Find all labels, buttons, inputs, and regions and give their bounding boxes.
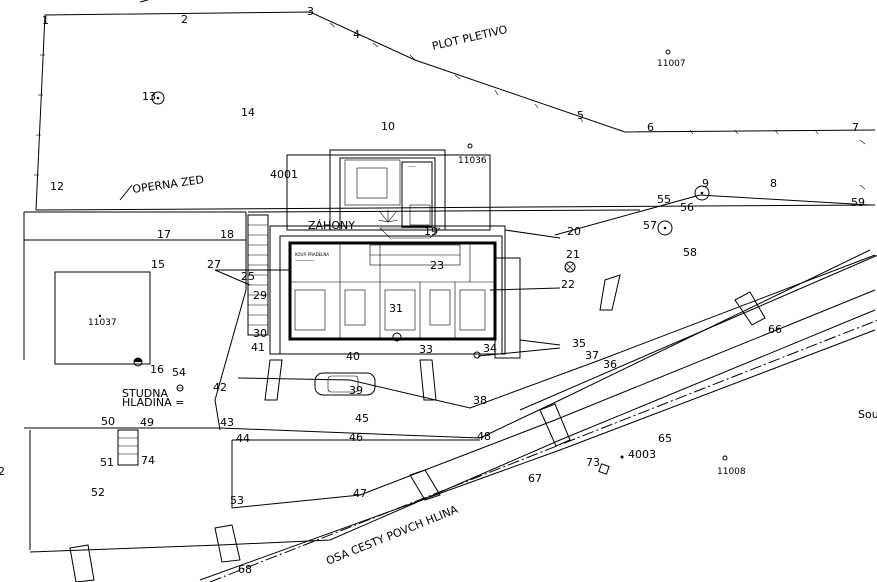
svg-text:55: 55 <box>657 193 671 206</box>
svg-text:4: 4 <box>353 28 360 41</box>
svg-text:40: 40 <box>346 350 360 363</box>
svg-text:5: 5 <box>577 109 584 122</box>
svg-text:53: 53 <box>230 494 244 507</box>
svg-text:51: 51 <box>100 456 114 469</box>
svg-text:2: 2 <box>0 465 5 478</box>
svg-text:33: 33 <box>419 343 433 356</box>
svg-text:────────: ──────── <box>294 258 315 263</box>
svg-text:30: 30 <box>253 327 267 340</box>
point-numbers: 1 2 3 4 5 6 7 8 9 10 12 13 14 15 16 17 1… <box>0 5 865 576</box>
svg-text:47: 47 <box>353 487 367 500</box>
room-labels: KOUP. PRADELNA ──────── ─── <box>294 164 416 263</box>
svg-text:6: 6 <box>647 121 654 134</box>
svg-text:45: 45 <box>355 412 369 425</box>
svg-text:66: 66 <box>768 323 782 336</box>
svg-text:2: 2 <box>181 13 188 26</box>
svg-text:23: 23 <box>430 259 444 272</box>
svg-text:27: 27 <box>207 258 221 271</box>
tree-icons <box>133 49 728 475</box>
svg-text:44: 44 <box>236 432 250 445</box>
svg-text:73: 73 <box>586 456 600 469</box>
svg-text:KOUP. PRADELNA: KOUP. PRADELNA <box>295 252 329 257</box>
well-plot <box>54 271 151 365</box>
fence-ticks <box>34 22 866 190</box>
parcel-4003: 4003 <box>628 448 656 461</box>
svg-text:───: ─── <box>407 164 416 169</box>
svg-text:18: 18 <box>220 228 234 241</box>
svg-text:17: 17 <box>157 228 171 241</box>
svg-text:68: 68 <box>238 563 252 576</box>
svg-text:74: 74 <box>141 454 155 467</box>
svg-text:22: 22 <box>561 278 575 291</box>
label-plot-pletivo: PLOT PLETIVO <box>431 23 509 53</box>
label-sou: Sou <box>858 408 877 421</box>
svg-text:35: 35 <box>572 337 586 350</box>
text-labels: PLOT PLETIVO OPERNA ZED ZÁHONY STUDNA HL… <box>88 23 877 568</box>
svg-text:48: 48 <box>477 430 491 443</box>
svg-text:42: 42 <box>213 381 227 394</box>
parcel-11008: 11008 <box>717 467 746 477</box>
svg-text:59: 59 <box>851 196 865 209</box>
svg-text:16: 16 <box>150 363 164 376</box>
stairs <box>69 214 766 582</box>
svg-text:38: 38 <box>473 394 487 407</box>
svg-text:3: 3 <box>307 5 314 18</box>
svg-text:43: 43 <box>220 416 234 429</box>
svg-text:9: 9 <box>702 177 709 190</box>
svg-text:57: 57 <box>643 219 657 232</box>
car-icon <box>314 372 376 396</box>
svg-text:54: 54 <box>172 366 186 379</box>
svg-text:36: 36 <box>603 358 617 371</box>
house <box>269 149 521 359</box>
plant-icon <box>377 210 399 223</box>
svg-text:10: 10 <box>381 120 395 133</box>
svg-text:58: 58 <box>683 246 697 259</box>
svg-text:31: 31 <box>389 302 403 315</box>
svg-text:46: 46 <box>349 431 363 444</box>
parcel-11037: 11037 <box>88 318 117 328</box>
svg-text:7: 7 <box>852 121 859 134</box>
svg-text:34: 34 <box>483 342 497 355</box>
svg-text:13: 13 <box>142 90 156 103</box>
svg-text:21: 21 <box>566 248 580 261</box>
svg-text:56: 56 <box>680 201 694 214</box>
svg-text:29: 29 <box>253 289 267 302</box>
svg-text:37: 37 <box>585 349 599 362</box>
svg-text:1: 1 <box>42 14 49 27</box>
svg-text:8: 8 <box>770 177 777 190</box>
parcel-11036: 11036 <box>458 156 487 166</box>
svg-text:19: 19 <box>424 225 438 238</box>
parcel-4001: 4001 <box>270 168 298 181</box>
label-operna-zed: OPERNA ZED <box>132 173 205 196</box>
svg-text:39: 39 <box>349 384 363 397</box>
label-studna: STUDNA <box>122 387 168 400</box>
label-zahony: ZÁHONY <box>308 219 355 232</box>
svg-text:67: 67 <box>528 472 542 485</box>
label-hladina: HLADINA = <box>122 396 184 409</box>
svg-text:14: 14 <box>241 106 255 119</box>
svg-text:25: 25 <box>241 270 255 283</box>
svg-text:12: 12 <box>50 180 64 193</box>
svg-text:52: 52 <box>91 486 105 499</box>
svg-text:49: 49 <box>140 416 154 429</box>
svg-text:50: 50 <box>101 415 115 428</box>
svg-text:65: 65 <box>658 432 672 445</box>
parcel-11007: 11007 <box>657 59 686 69</box>
svg-text:15: 15 <box>151 258 165 271</box>
svg-text:20: 20 <box>567 225 581 238</box>
svg-text:41: 41 <box>251 341 265 354</box>
